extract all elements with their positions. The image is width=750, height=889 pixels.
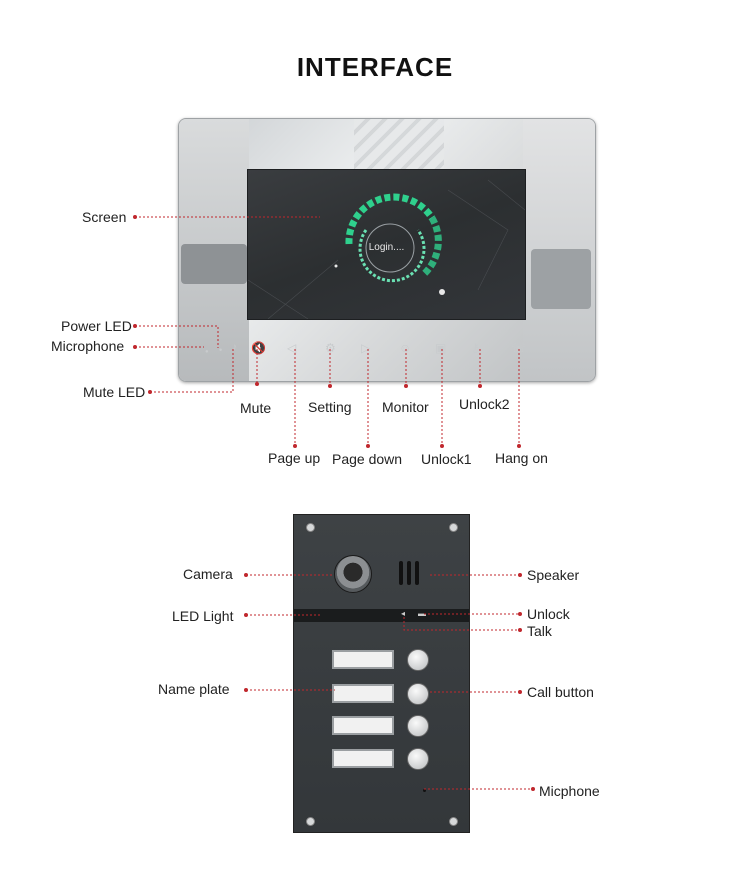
speaker-grille	[415, 561, 419, 585]
unlock1-icon[interactable]: ▣	[435, 341, 447, 355]
label-mute: Mute	[240, 400, 272, 416]
label-mute-led: Mute LED	[83, 384, 146, 400]
screw-icon	[306, 523, 315, 532]
label-monitor: Monitor	[382, 399, 429, 415]
label-unlock2: Unlock2	[459, 396, 510, 412]
mute-icon[interactable]: 🔇	[251, 341, 266, 355]
power-led-icon: ●	[205, 349, 209, 355]
name-plate	[332, 716, 394, 735]
screw-icon	[306, 817, 315, 826]
door-station-panel: ◂ ▬	[293, 514, 470, 833]
page-title: INTERFACE	[296, 52, 454, 82]
room-stairs	[354, 119, 444, 174]
label-talk: Talk	[527, 623, 552, 639]
room-background-left	[179, 119, 249, 381]
label-page-up: Page up	[268, 450, 321, 466]
page-up-icon[interactable]: ◁	[287, 341, 297, 355]
room-background-right	[523, 119, 595, 381]
label-screen: Screen	[82, 209, 127, 225]
led-light-bar: ◂ ▬	[294, 609, 469, 622]
monitor-button-row: ● • ♪ 🔇 ◁ ⚙ ▷ ☺ ▣ ⚷ ☏	[179, 341, 595, 361]
screw-icon	[449, 523, 458, 532]
name-plate	[332, 650, 394, 669]
setting-icon[interactable]: ⚙	[325, 341, 336, 355]
label-unlock1: Unlock1	[421, 451, 472, 467]
microphone-icon: •	[219, 345, 223, 355]
call-button[interactable]	[407, 748, 429, 770]
mute-led-icon: ♪	[232, 342, 237, 353]
label-micphone: Micphone	[539, 783, 600, 799]
name-plate	[332, 684, 394, 703]
label-camera: Camera	[183, 566, 233, 582]
login-text: Login....	[368, 242, 405, 253]
loading-ring-icon	[248, 179, 525, 319]
speaker-grille	[399, 561, 403, 585]
label-unlock: Unlock	[527, 606, 570, 622]
camera-lens	[334, 555, 372, 593]
label-call-button: Call button	[527, 684, 594, 700]
label-hang-on: Hang on	[495, 450, 548, 466]
label-power-led: Power LED	[61, 318, 132, 334]
page-down-icon[interactable]: ▷	[361, 341, 371, 355]
indoor-monitor: Login.... ● • ♪ 🔇 ◁ ⚙ ▷ ☺ ▣ ⚷ ☏	[178, 118, 596, 382]
unlock-icon: ▬	[418, 609, 426, 618]
label-name-plate: Name plate	[158, 681, 230, 697]
hang-on-icon[interactable]: ☏	[511, 341, 527, 355]
label-page-down: Page down	[332, 451, 403, 467]
speaker-grille	[407, 561, 411, 585]
unlock2-icon[interactable]: ⚷	[471, 341, 480, 355]
microphone-hole	[423, 789, 426, 792]
call-button[interactable]	[407, 649, 429, 671]
monitor-icon[interactable]: ☺	[399, 341, 412, 355]
label-microphone: Microphone	[51, 338, 125, 354]
monitor-screen: Login....	[247, 169, 526, 320]
screw-icon	[449, 817, 458, 826]
talk-icon: ◂	[401, 609, 406, 618]
label-speaker: Speaker	[527, 567, 580, 583]
label-setting: Setting	[308, 399, 352, 415]
call-button[interactable]	[407, 715, 429, 737]
call-button[interactable]	[407, 683, 429, 705]
label-led-light: LED Light	[172, 608, 234, 624]
name-plate	[332, 749, 394, 768]
